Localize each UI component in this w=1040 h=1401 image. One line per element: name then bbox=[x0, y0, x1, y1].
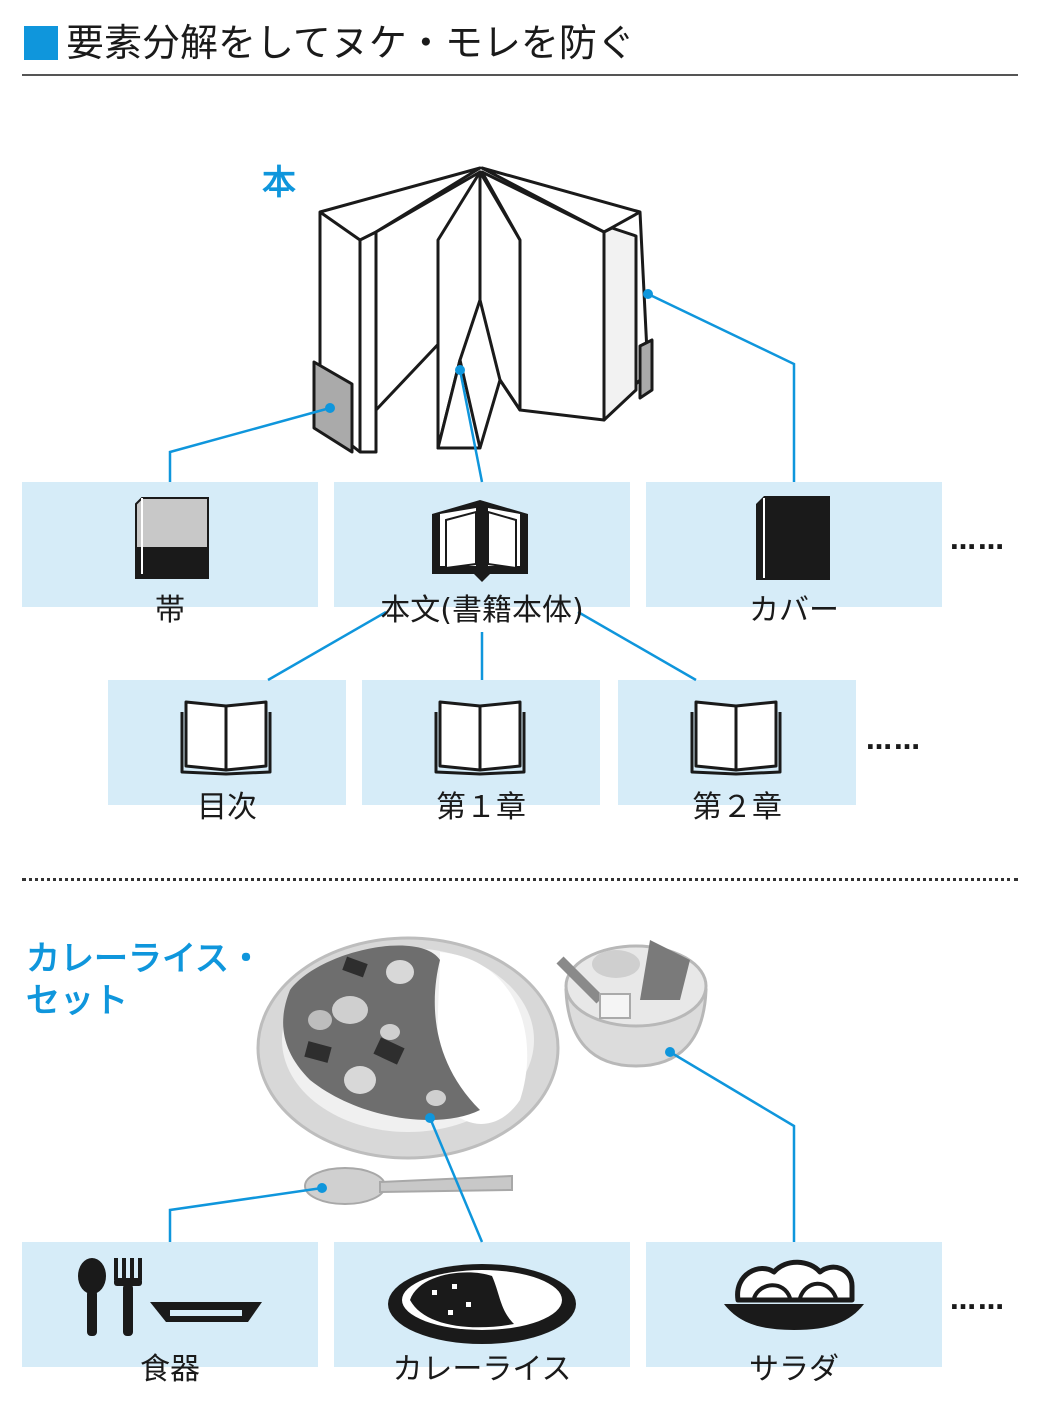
label-toc: 目次 bbox=[197, 790, 257, 825]
level2-more-indicator: …… bbox=[866, 726, 922, 756]
book-illustration bbox=[312, 166, 654, 454]
chapter1-book-icon bbox=[434, 700, 526, 776]
label-obi: 帯 bbox=[155, 593, 185, 628]
chapter2-book-icon bbox=[690, 700, 782, 776]
curry-connector-dots bbox=[317, 1047, 675, 1193]
label-chapter2: 第２章 bbox=[692, 790, 782, 825]
label-chapter1: 第１章 bbox=[436, 790, 526, 825]
book-connectors bbox=[168, 292, 796, 682]
toc-book-icon bbox=[180, 700, 272, 776]
salad-bowl-icon bbox=[724, 1259, 864, 1330]
page-title: 要素分解をしてヌケ・モレを防ぐ bbox=[66, 21, 635, 65]
book-with-band-icon bbox=[135, 497, 209, 579]
book-section-label: 本 bbox=[262, 163, 296, 203]
level1-more-indicator: …… bbox=[950, 526, 1006, 556]
label-salad: サラダ bbox=[749, 1352, 839, 1387]
spoon-illustration bbox=[304, 1167, 513, 1205]
label-cover: カバー bbox=[749, 593, 839, 628]
section-divider bbox=[22, 878, 1018, 881]
label-honbun: 本文(書籍本体) bbox=[380, 593, 584, 628]
book-connector-dots bbox=[325, 289, 653, 413]
curry-section-label-line1: カレーライス・ bbox=[26, 939, 263, 979]
label-tableware: 食器 bbox=[140, 1352, 200, 1387]
curry-plate-icon bbox=[388, 1264, 576, 1344]
curry-connectors bbox=[168, 1050, 796, 1243]
title-marker bbox=[24, 26, 58, 60]
tableware-icon bbox=[78, 1258, 262, 1336]
salad-bowl-illustration bbox=[556, 940, 708, 1068]
closed-book-icon bbox=[756, 496, 830, 580]
curry-section-label-line2: セット bbox=[26, 981, 128, 1021]
label-curry-rice: カレーライス bbox=[392, 1352, 572, 1387]
curry-plate-illustration bbox=[256, 936, 560, 1160]
open-book-icon bbox=[432, 500, 528, 582]
title-underline bbox=[22, 74, 1018, 76]
curry-more-indicator: …… bbox=[950, 1286, 1006, 1316]
